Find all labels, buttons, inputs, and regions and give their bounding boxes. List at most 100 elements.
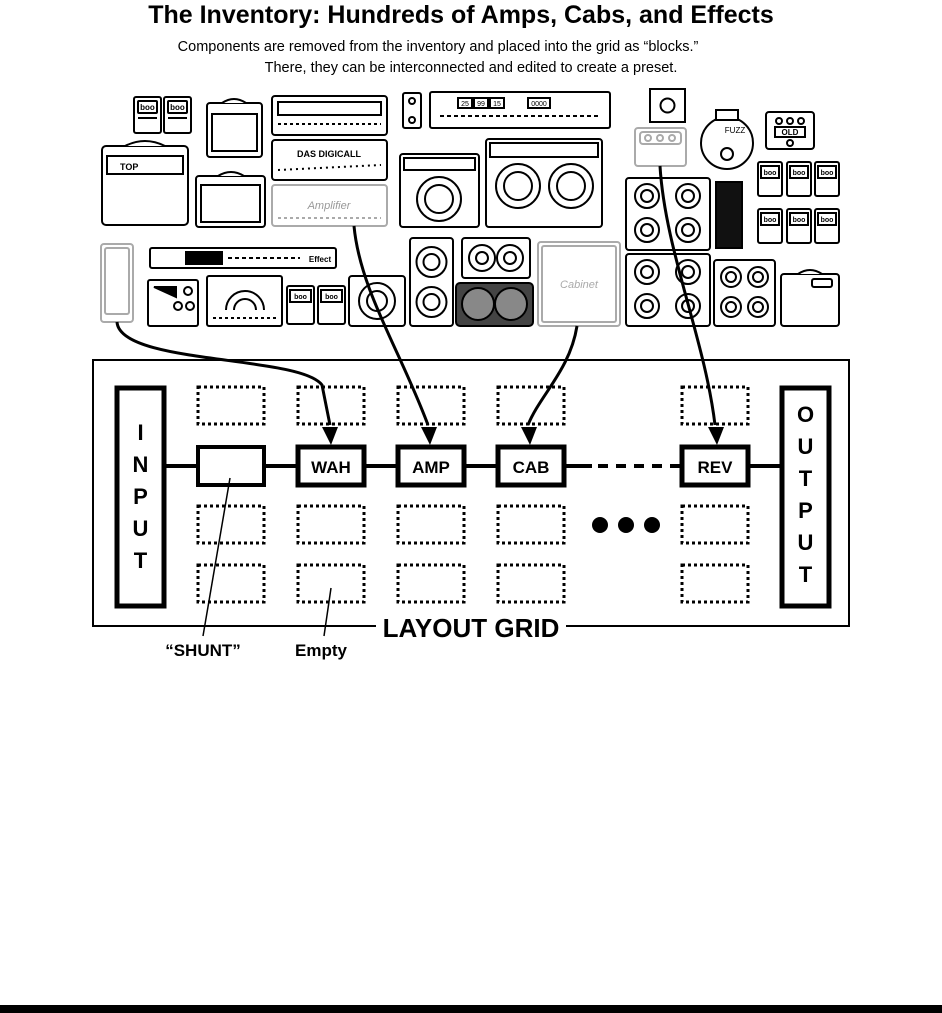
output-letter: P (798, 498, 813, 523)
shunt-leader-line (202, 477, 231, 637)
output-block[interactable]: O U T P U T (779, 385, 832, 609)
empty-slot[interactable] (680, 563, 750, 604)
mini-amp-icon (780, 269, 840, 327)
top-head-label: DAS DIGICALL (297, 149, 362, 159)
empty-slot[interactable] (196, 563, 266, 604)
empty-slot[interactable] (196, 385, 266, 426)
empty-slot[interactable] (496, 563, 566, 604)
multi-effect-pedal-icon (147, 279, 199, 327)
input-letter: T (134, 548, 148, 573)
empty-leader-line (323, 587, 332, 637)
expression-pedal-icon (100, 243, 134, 323)
amp-block[interactable]: AMP (395, 444, 467, 488)
empty-slot[interactable] (296, 385, 366, 426)
empty-slot[interactable] (396, 385, 466, 426)
input-letter: I (137, 420, 143, 445)
rack-processor-icon: 25 99 15 0000 (429, 91, 611, 129)
output-letter: O (797, 402, 814, 427)
layout-grid-caption: LAYOUT GRID (383, 613, 560, 643)
mini-amp-icon (195, 171, 266, 228)
empty-slot[interactable] (680, 385, 750, 426)
diagram-title: The Inventory: Hundreds of Amps, Cabs, a… (148, 1, 774, 29)
reverb-pedal-icon (634, 127, 687, 167)
empty-annotation: Empty (295, 641, 348, 660)
cab-block[interactable]: CAB (495, 444, 567, 488)
output-letter: T (799, 562, 813, 587)
empty-slot[interactable] (496, 385, 566, 426)
arrowhead-icon (322, 427, 338, 445)
speaker-cabinet-icon (713, 259, 776, 327)
subtitle-line-1: Components are removed from the inventor… (178, 39, 699, 55)
old-label: OLD (782, 128, 799, 137)
pedal-brand-label: boo (821, 217, 834, 224)
pedal-icon: boo (163, 96, 192, 134)
cabinet-icon: Cabinet (537, 241, 621, 327)
cable-amp (352, 225, 430, 426)
speaker-cabinet-icon (625, 177, 711, 251)
empty-slot[interactable] (680, 504, 750, 545)
mini-amp-icon (206, 98, 263, 158)
empty-slot[interactable] (396, 504, 466, 545)
pedal-brand-label: boo (793, 170, 806, 177)
empty-slot[interactable] (296, 504, 366, 545)
pedal-icon: boo (757, 161, 783, 197)
pedal-brand-label: boo (821, 170, 834, 177)
amp-head-icon (206, 275, 283, 327)
amp-head-icon (271, 95, 388, 136)
more-columns-icon (592, 517, 660, 533)
input-block[interactable]: I N P U T (114, 385, 167, 609)
empty-slot[interactable] (296, 563, 366, 604)
wah-block-label: WAH (311, 458, 351, 477)
rev-block[interactable]: REV (679, 444, 751, 488)
shunt-annotation: “SHUNT” (165, 641, 241, 660)
subtitle-line-2: There, they can be interconnected and ed… (265, 60, 678, 76)
wah-block[interactable]: WAH (295, 444, 367, 488)
pedal-brand-label: boo (294, 294, 307, 301)
pedal-icon: boo (286, 285, 315, 325)
speaker-cabinet-icon (461, 237, 531, 279)
rack-display: 99 (477, 101, 485, 108)
speaker-cabinet-icon (455, 282, 534, 327)
pedal-icon: OLD (765, 111, 815, 150)
pedal-brand-label: boo (140, 103, 155, 112)
pedal-icon: boo (133, 96, 162, 134)
empty-slot[interactable] (496, 504, 566, 545)
rack-effect-label: Effect (309, 255, 332, 264)
output-letter: T (799, 466, 813, 491)
pedal-brand-label: boo (764, 217, 777, 224)
pedal-brand-label: boo (170, 103, 185, 112)
empty-slots (196, 385, 750, 604)
shunt-block[interactable] (196, 445, 266, 487)
fuzz-pedal-icon: FUZZ (700, 109, 754, 170)
combo-amp-icon: TOP (101, 140, 189, 226)
combo-amp-icon (399, 153, 480, 228)
empty-slot[interactable] (396, 563, 466, 604)
empty-slot[interactable] (196, 504, 266, 545)
stompbox-icon (649, 88, 686, 123)
wah-pedal-icon (715, 181, 743, 249)
pedal-icon: boo (814, 208, 840, 244)
pedal-icon: boo (757, 208, 783, 244)
pedal-brand-label: boo (325, 294, 338, 301)
layout-grid: LAYOUT GRID I N P U T O U T P U T (92, 359, 850, 643)
rev-block-label: REV (698, 458, 734, 477)
output-letter: U (798, 530, 814, 555)
pedal-brand-label: boo (764, 170, 777, 177)
bottom-head-label: Amplifier (307, 200, 352, 212)
rack-display: 15 (493, 101, 501, 108)
amp-head-icon: DAS DIGICALL (271, 139, 388, 181)
pedal-icon: boo (786, 208, 812, 244)
output-letter: U (798, 434, 814, 459)
pedal-brand-label: boo (793, 217, 806, 224)
speaker-cabinet-icon (409, 237, 454, 327)
stompbox-icon (402, 92, 422, 129)
combo-amp-icon (485, 138, 603, 228)
rack-display: 25 (461, 101, 469, 108)
arrowhead-icon (421, 427, 437, 445)
arrowhead-icon (521, 427, 537, 445)
pedal-icon: boo (317, 285, 346, 325)
cable-rev (658, 165, 717, 426)
cab-block-label: CAB (513, 458, 550, 477)
rack-effect-icon: Effect (149, 247, 337, 269)
